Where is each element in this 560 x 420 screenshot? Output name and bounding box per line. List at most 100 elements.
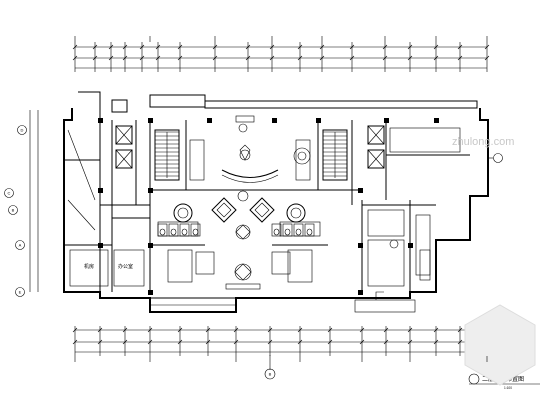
toilet-icon — [306, 228, 313, 236]
grid-bubble-left-4: A — [15, 240, 25, 250]
dimension-tick — [97, 339, 103, 345]
dimension-tick — [177, 327, 183, 333]
dimension-tick — [72, 55, 78, 61]
dimension-tick — [407, 44, 413, 50]
dimension-tick — [108, 55, 114, 61]
dimension-tick — [383, 327, 389, 333]
interior-walls — [64, 108, 470, 292]
dimension-tick — [382, 44, 388, 50]
grid-bubble-left-2: C — [4, 188, 14, 198]
dimension-tick — [147, 339, 153, 345]
dimension-tick — [212, 55, 218, 61]
dimension-tick — [269, 44, 275, 50]
dimension-tick — [92, 44, 98, 50]
room-label: 机房 — [84, 263, 94, 270]
dimension-tick — [407, 339, 413, 345]
dimension-tick — [72, 327, 78, 333]
toilet-stall — [168, 223, 179, 237]
dimension-tick — [177, 44, 183, 50]
toilet-icon — [273, 228, 280, 236]
dimension-tick — [327, 327, 333, 333]
dimension-tick — [139, 55, 145, 61]
grid-label: E — [19, 290, 22, 295]
left-grid-axis — [29, 110, 39, 292]
dimension-tick — [147, 327, 153, 333]
dimension-tick — [457, 44, 463, 50]
dimension-tick — [407, 55, 413, 61]
dimension-tick — [457, 339, 463, 345]
dimension-tick — [72, 339, 78, 345]
grid-label: A — [19, 243, 22, 248]
dimension-tick — [297, 55, 303, 61]
central-lobby-ornaments — [173, 190, 306, 290]
dimension-tick — [433, 339, 439, 345]
dimension-tick — [269, 55, 275, 61]
dimension-tick — [349, 55, 355, 61]
dimension-tick — [122, 44, 128, 50]
dimension-tick — [267, 327, 273, 333]
dimension-tick — [267, 339, 273, 345]
toilet-stall — [304, 223, 315, 237]
room-label: 办公室 — [118, 263, 133, 270]
dimension-tick — [205, 327, 211, 333]
toilet-stall — [271, 223, 282, 237]
dimension-tick — [319, 44, 325, 50]
dimension-tick — [92, 55, 98, 61]
elevator-core-right — [322, 125, 385, 181]
dimension-tick — [177, 339, 183, 345]
top-dimension-lines — [72, 42, 490, 72]
dimension-tick — [245, 55, 251, 61]
dimension-tick — [383, 339, 389, 345]
dimension-tick — [139, 44, 145, 50]
drawing-scale: 1:100 — [504, 386, 512, 390]
grid-label: D — [21, 128, 24, 133]
dimension-tick — [297, 327, 303, 333]
lobby-furniture — [189, 115, 311, 183]
toilet-icon — [284, 228, 291, 236]
dimension-tick — [122, 55, 128, 61]
dimension-tick — [212, 44, 218, 50]
toilet-stall — [157, 223, 168, 237]
dimension-tick — [155, 44, 161, 50]
dimension-tick — [233, 327, 239, 333]
toilet-stall — [190, 223, 201, 237]
dimension-tick — [122, 327, 128, 333]
dimension-tick — [484, 55, 490, 61]
toilet-icon — [295, 228, 302, 236]
grid-label: C — [8, 191, 11, 196]
dimension-tick — [359, 327, 365, 333]
bottom-annex — [149, 297, 416, 313]
watermark-text: zhulong.com — [452, 136, 514, 148]
toilet-stall — [282, 223, 293, 237]
section-label: B — [269, 372, 272, 377]
section-marker: B — [264, 355, 276, 380]
structural-columns — [98, 118, 439, 295]
toilet-icon — [170, 228, 177, 236]
dimension-tick — [122, 339, 128, 345]
dimension-tick — [155, 55, 161, 61]
dimension-tick — [382, 55, 388, 61]
toilet-stall — [293, 223, 304, 237]
dimension-tick — [72, 44, 78, 50]
dimension-tick — [245, 44, 251, 50]
dimension-tick — [433, 44, 439, 50]
dimension-tick — [233, 339, 239, 345]
bottom-dimension-lines — [72, 326, 490, 356]
dimension-tick — [327, 339, 333, 345]
grid-bubble-left-1: D — [17, 125, 27, 135]
dimension-tick — [177, 55, 183, 61]
dimension-tick — [97, 327, 103, 333]
grid-bubble-left-5: E — [15, 287, 25, 297]
dimension-tick — [205, 339, 211, 345]
dimension-tick — [297, 44, 303, 50]
dimension-tick — [484, 44, 490, 50]
dimension-tick — [457, 55, 463, 61]
watermark: zhulong.com — [452, 136, 536, 386]
toilet-icon — [192, 228, 199, 236]
dimension-tick — [433, 327, 439, 333]
elevator-core-left — [115, 125, 180, 181]
dimension-tick — [359, 339, 365, 345]
dimension-tick — [349, 44, 355, 50]
